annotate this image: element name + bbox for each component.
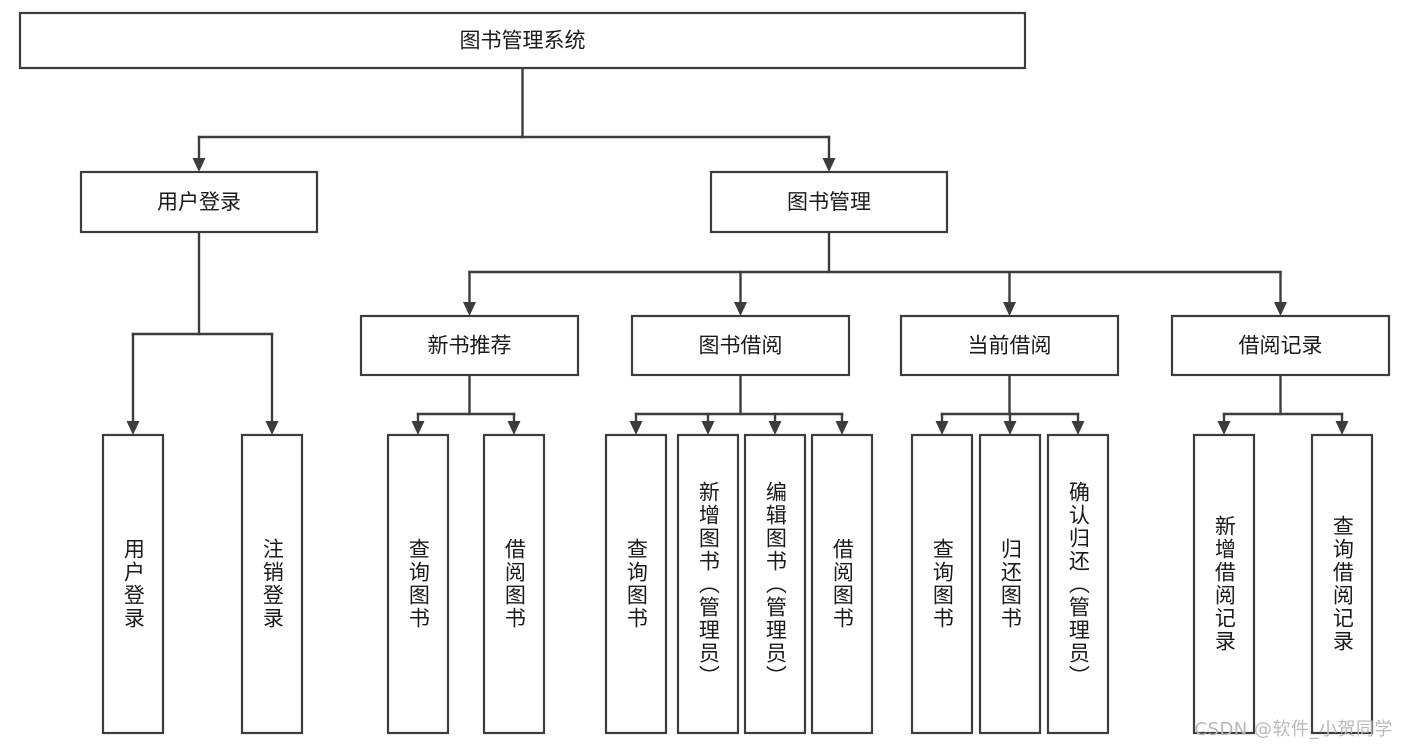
node-leaf-query-book-borrow[interactable] bbox=[604, 433, 668, 735]
node-book-borrow[interactable]: 图书借阅 bbox=[630, 314, 851, 377]
node-leaf-confirm-return[interactable] bbox=[1046, 433, 1110, 735]
node-new-book-rec-label: 新书推荐 bbox=[428, 334, 512, 358]
node-leaf-edit-book[interactable] bbox=[743, 433, 807, 735]
watermark-text: CSDN @软件_小贺同学 bbox=[1194, 719, 1393, 740]
node-user-login-rect bbox=[79, 170, 319, 234]
node-leaf-confirm-return-rect bbox=[1046, 433, 1110, 735]
node-book-manage-rect bbox=[709, 170, 949, 234]
node-root-label: 图书管理系统 bbox=[460, 29, 586, 53]
borrow-record-leaf-arrow-0-head bbox=[1217, 421, 1231, 435]
node-user-login-label: 用户登录 bbox=[157, 190, 241, 214]
book-borrow-leaf-arrow-2-head bbox=[768, 421, 782, 435]
new-book-rec-leaf-arrow-1-head bbox=[507, 421, 521, 435]
node-leaf-query-book-rec[interactable] bbox=[386, 433, 450, 735]
connector-lines bbox=[126, 66, 1349, 435]
node-book-borrow-rect bbox=[630, 314, 851, 377]
node-user-login[interactable]: 用户登录 bbox=[79, 170, 319, 234]
node-leaf-return-book-rect bbox=[978, 433, 1042, 735]
node-new-book-rec-rect bbox=[359, 314, 580, 377]
node-current-borrow-label: 当前借阅 bbox=[968, 334, 1052, 358]
node-root-rect bbox=[18, 11, 1027, 70]
node-leaf-query-record[interactable] bbox=[1310, 433, 1374, 735]
book-borrow-leaf-arrow-1-head bbox=[701, 421, 715, 435]
borrow-record-leaf-arrow-1-head bbox=[1335, 421, 1349, 435]
node-current-borrow-rect bbox=[899, 314, 1120, 377]
level2-arrow-0-head bbox=[192, 158, 206, 172]
node-leaf-borrow-book-rec-rect bbox=[482, 433, 546, 735]
new-book-rec-leaf-arrow-0-head bbox=[411, 421, 425, 435]
book-borrow-leaf-arrow-0-head bbox=[629, 421, 643, 435]
node-leaf-query-record-rect bbox=[1310, 433, 1374, 735]
node-leaf-user-login-rect bbox=[101, 433, 165, 735]
user-login-leaf-arrow-1-head bbox=[265, 421, 279, 435]
node-leaf-borrow-book-rect bbox=[810, 433, 874, 735]
node-leaf-add-book-rect bbox=[676, 433, 740, 735]
current-borrow-leaf-arrow-2-head bbox=[1071, 421, 1085, 435]
current-borrow-leaf-arrow-1-head bbox=[1003, 421, 1017, 435]
node-book-manage-label: 图书管理 bbox=[787, 190, 871, 214]
node-leaf-add-record-rect bbox=[1192, 433, 1256, 735]
node-leaf-user-login[interactable] bbox=[101, 433, 165, 735]
node-leaf-add-book[interactable] bbox=[676, 433, 740, 735]
level3-arrow-1-head bbox=[734, 302, 747, 316]
node-leaf-borrow-book-rec[interactable] bbox=[482, 433, 546, 735]
node-leaf-query-book-borrow-rect bbox=[604, 433, 668, 735]
node-leaf-return-book[interactable] bbox=[978, 433, 1042, 735]
node-borrow-record-label: 借阅记录 bbox=[1239, 334, 1323, 358]
level3-arrow-0-head bbox=[463, 302, 476, 316]
node-leaf-add-record[interactable] bbox=[1192, 433, 1256, 735]
level3-arrow-3-head bbox=[1274, 302, 1287, 316]
level3-arrow-2-head bbox=[1003, 302, 1016, 316]
node-leaf-logout-rect bbox=[240, 433, 304, 735]
node-borrow-record[interactable]: 借阅记录 bbox=[1170, 314, 1391, 377]
node-book-borrow-label: 图书借阅 bbox=[699, 334, 783, 358]
node-root[interactable]: 图书管理系统 bbox=[18, 11, 1027, 70]
node-leaf-query-book-cur[interactable] bbox=[910, 433, 974, 735]
book-borrow-leaf-arrow-3-head bbox=[835, 421, 849, 435]
node-leaf-query-book-cur-rect bbox=[910, 433, 974, 735]
node-borrow-record-rect bbox=[1170, 314, 1391, 377]
node-leaf-borrow-book[interactable] bbox=[810, 433, 874, 735]
current-borrow-leaf-arrow-0-head bbox=[935, 421, 949, 435]
node-current-borrow[interactable]: 当前借阅 bbox=[899, 314, 1120, 377]
level2-arrow-1-head bbox=[822, 158, 836, 172]
node-new-book-rec[interactable]: 新书推荐 bbox=[359, 314, 580, 377]
user-login-leaf-arrow-0-head bbox=[126, 421, 140, 435]
node-book-manage[interactable]: 图书管理 bbox=[709, 170, 949, 234]
node-leaf-logout[interactable] bbox=[240, 433, 304, 735]
node-leaf-edit-book-rect bbox=[743, 433, 807, 735]
node-leaf-query-book-rec-rect bbox=[386, 433, 450, 735]
